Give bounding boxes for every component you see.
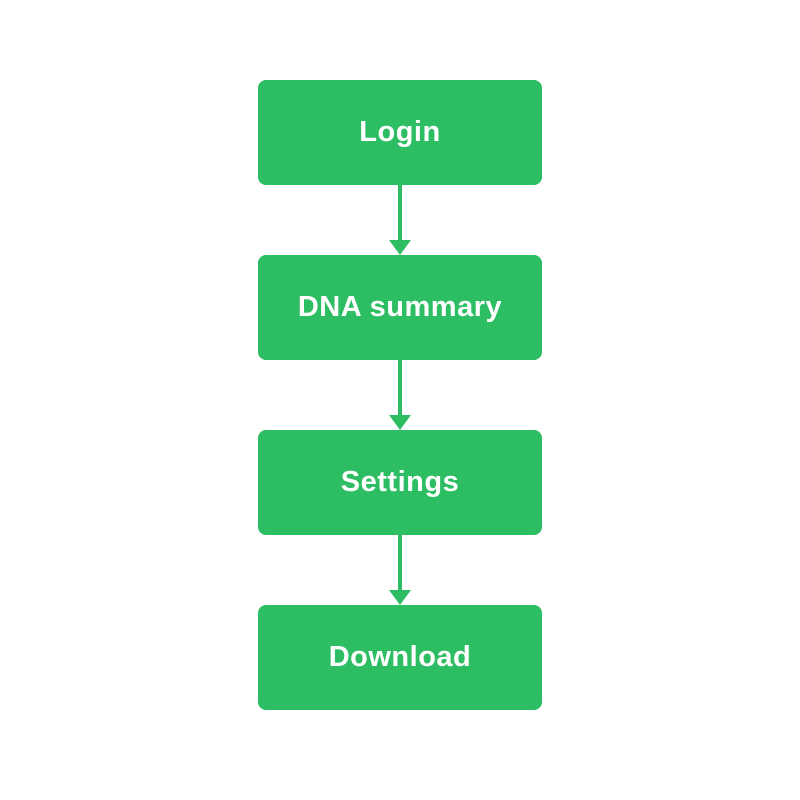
arrow-line: [398, 360, 402, 415]
flow-node-settings[interactable]: Settings: [258, 430, 542, 535]
flow-arrow-settings-to-download: [388, 535, 412, 605]
arrow-line: [398, 535, 402, 590]
flow-arrow-login-to-dna-summary: [388, 185, 412, 255]
flow-node-settings-label: Settings: [340, 466, 460, 498]
flow-node-download-label: Download: [328, 641, 472, 673]
flow-node-login-label: Login: [359, 116, 441, 148]
arrow-head-down-icon: [389, 240, 411, 255]
arrow-head-down-icon: [389, 415, 411, 430]
flow-node-download[interactable]: Download: [258, 605, 542, 710]
flowchart: Login DNA summary Settings Download: [0, 80, 800, 710]
arrow-line: [398, 185, 402, 240]
flow-node-dna-summary-label: DNA summary: [297, 291, 503, 323]
arrow-head-down-icon: [389, 590, 411, 605]
flow-node-login[interactable]: Login: [258, 80, 542, 185]
flow-arrow-dna-summary-to-settings: [388, 360, 412, 430]
flow-node-dna-summary[interactable]: DNA summary: [258, 255, 542, 360]
